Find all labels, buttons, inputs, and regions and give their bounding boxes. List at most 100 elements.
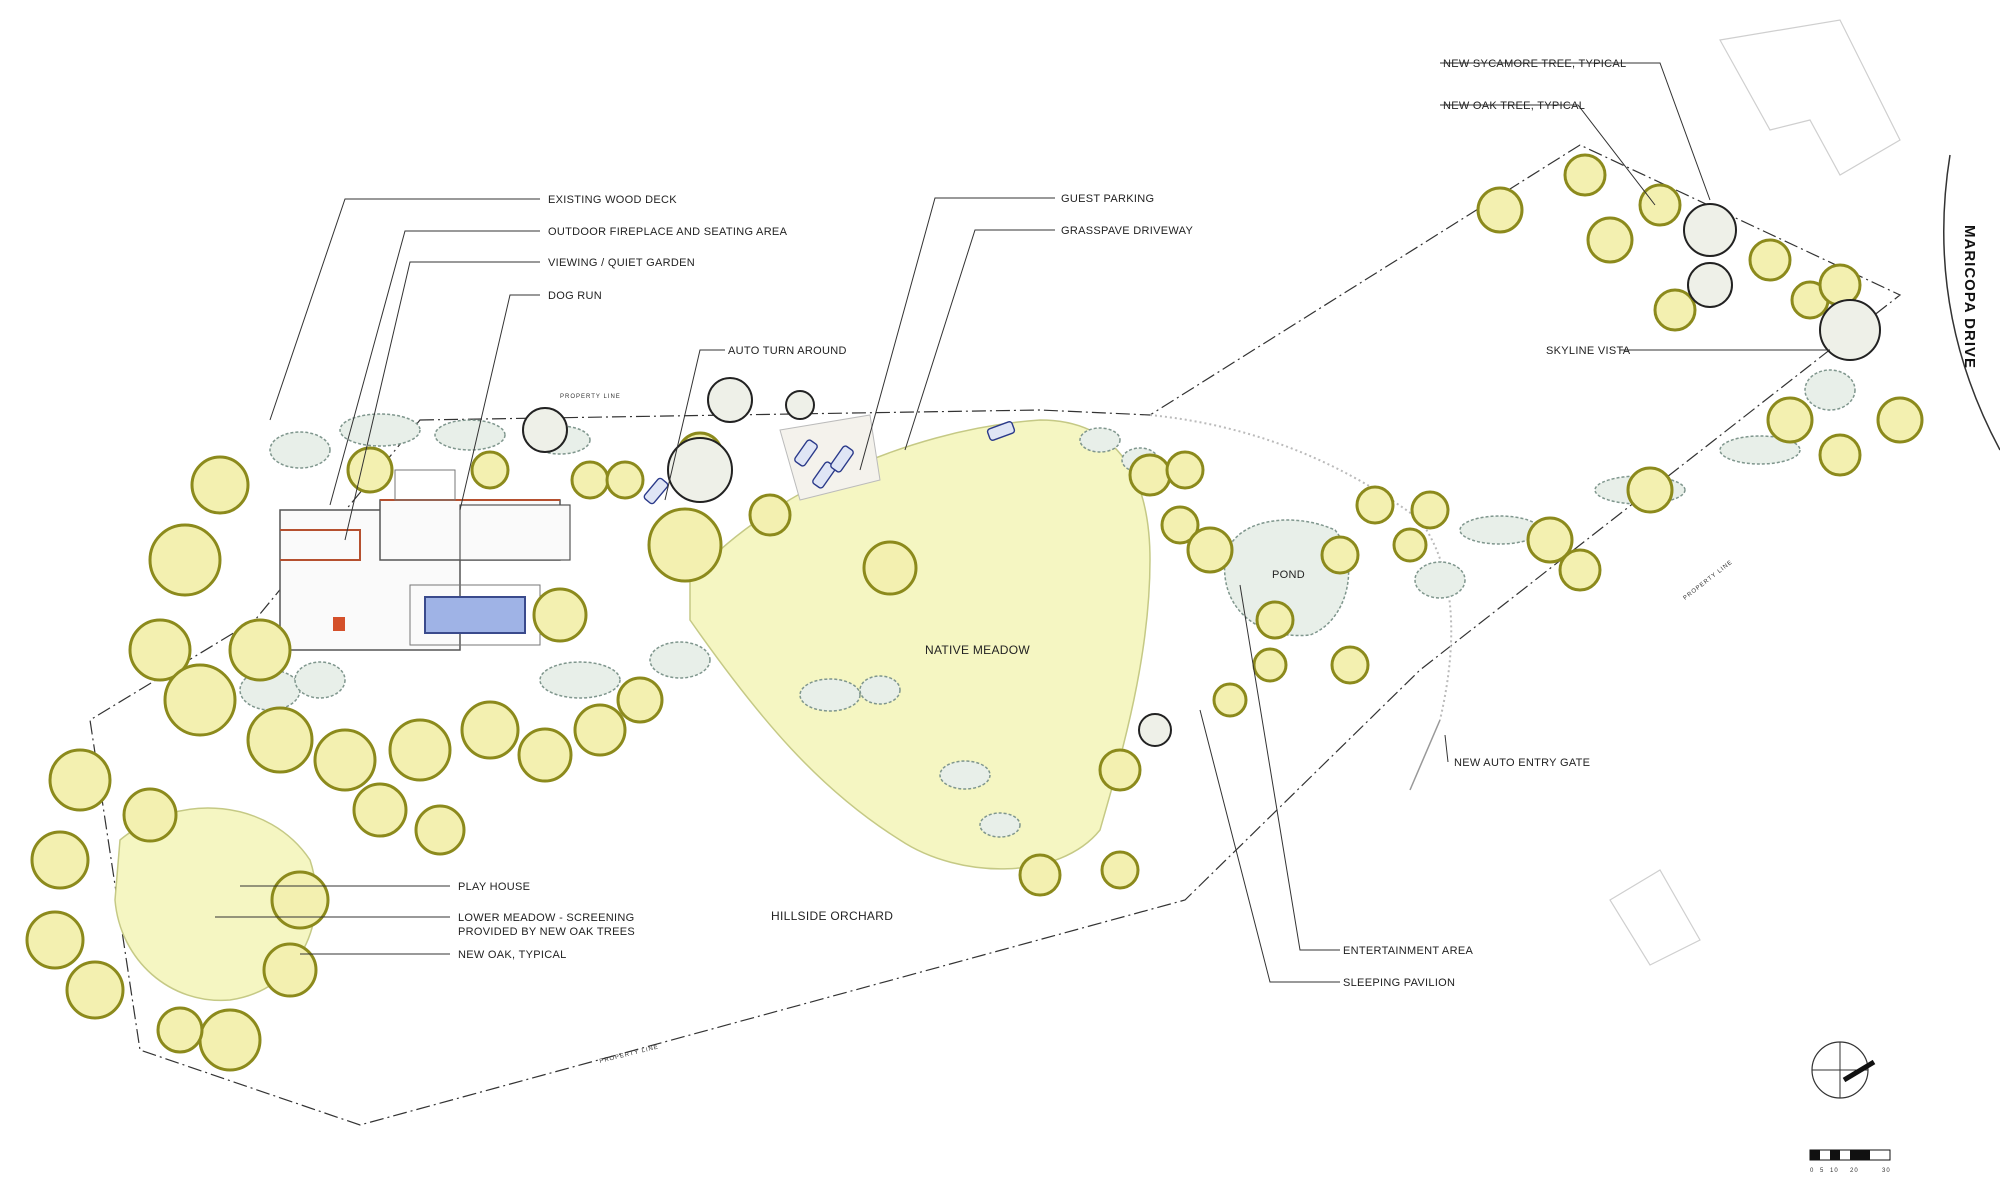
maricopa-drive-label: MARICOPA DRIVE [1961, 225, 1978, 369]
north-arrow [1811, 1041, 1876, 1099]
entry-drive [1409, 719, 1441, 791]
pond-edge-shrubs [1223, 519, 1350, 637]
lower-meadow-label-line2: PROVIDED BY NEW OAK TREES [458, 926, 635, 938]
sycamore-tree [707, 377, 753, 423]
oak-tree [48, 748, 112, 812]
oak-tree [517, 727, 573, 783]
oak-tree [1212, 682, 1248, 718]
scale-tick-20: 20 [1850, 1168, 1859, 1174]
oak-tree [1355, 485, 1395, 525]
oak-tree [414, 804, 466, 856]
sleeping-pavilion-label: SLEEPING PAVILION [1343, 977, 1455, 989]
new-oak-typical-label: NEW OAK, TYPICAL [458, 949, 567, 961]
oak-tree [1252, 647, 1288, 683]
oak-tree [313, 728, 377, 792]
oak-tree [1586, 216, 1634, 264]
lower-meadow-area [114, 807, 317, 1002]
oak-tree [605, 460, 645, 500]
oak-tree [748, 493, 792, 537]
play-house-label: PLAY HOUSE [458, 881, 530, 893]
oak-tree [198, 1008, 262, 1072]
scale-bar: 0 5 10 20 30 [1809, 1149, 1891, 1174]
skyline-vista-label: SKYLINE VISTA [1546, 345, 1631, 357]
scale-tick-0: 0 [1810, 1168, 1814, 1174]
sycamore-tree [522, 407, 568, 453]
neighbor-building-upper [1719, 19, 1901, 176]
oak-tree [1818, 433, 1862, 477]
oak-tree [1330, 645, 1370, 685]
oak-tree [25, 910, 85, 970]
entertainment-area-label: ENTERTAINMENT AREA [1343, 945, 1473, 957]
oak-tree [616, 676, 664, 724]
neighbor-building-lower [1609, 869, 1701, 966]
shrub-masses [239, 369, 1856, 838]
oak-tree [1653, 288, 1697, 332]
parked-car [643, 477, 669, 505]
scale-tick-30: 30 [1882, 1168, 1891, 1174]
oak-tree [148, 523, 222, 597]
property-line-label-top: PROPERTY LINE [560, 394, 621, 400]
oak-tree [1320, 535, 1360, 575]
oak-tree [1638, 183, 1682, 227]
oak-tree [128, 618, 192, 682]
oak-tree [1766, 396, 1814, 444]
pool [424, 596, 526, 634]
oak-tree [228, 618, 292, 682]
oak-tree [1876, 396, 1924, 444]
new-sycamore-label: NEW SYCAMORE TREE, TYPICAL [1443, 58, 1626, 70]
lower-meadow-label-line1: LOWER MEADOW - SCREENING [458, 912, 635, 924]
oak-tree [156, 1006, 204, 1054]
oak-tree [1626, 466, 1674, 514]
oak-tree [65, 960, 125, 1020]
oak-tree [270, 870, 330, 930]
outdoor-fireplace-label: OUTDOOR FIREPLACE AND SEATING AREA [548, 226, 788, 238]
oak-tree [1563, 153, 1607, 197]
native-meadow-area [689, 419, 1151, 870]
oak-tree [1255, 600, 1295, 640]
oak-tree [460, 700, 520, 760]
viewing-garden-label: VIEWING / QUIET GARDEN [548, 257, 695, 269]
scale-tick-5: 5 [1820, 1168, 1824, 1174]
parked-car [794, 439, 818, 467]
oak-tree [1410, 490, 1450, 530]
oak-tree [1018, 853, 1062, 897]
property-line-label-right: PROPERTY LINE [1683, 559, 1735, 601]
maricopa-drive-curb [1943, 154, 2000, 451]
oak-tree [190, 455, 250, 515]
oak-tree [352, 782, 408, 838]
oak-tree [570, 460, 610, 500]
sycamore-tree [1138, 713, 1172, 747]
oak-tree [388, 718, 452, 782]
oak-tree [122, 787, 178, 843]
hillside-orchard-label: HILLSIDE ORCHARD [771, 909, 893, 923]
oak-tree [647, 507, 723, 583]
oak-tree [1392, 527, 1428, 563]
oak-tree [1476, 186, 1524, 234]
property-line-boundary [89, 144, 1902, 1126]
dog-run-label: DOG RUN [548, 290, 602, 302]
property-line-label-bottom: PROPERTY LINE [599, 1044, 659, 1065]
sycamore-tree [1819, 299, 1881, 361]
oak-tree [1165, 450, 1205, 490]
guest-parking-label: GUEST PARKING [1061, 193, 1154, 205]
auto-turn-around-label: AUTO TURN AROUND [728, 345, 847, 357]
scale-tick-10: 10 [1830, 1168, 1839, 1174]
guest-parking-pad [779, 414, 881, 501]
oak-tree [470, 450, 510, 490]
sycamore-tree [1683, 203, 1737, 257]
oak-tree [862, 540, 918, 596]
oak-tree [1558, 548, 1602, 592]
main-house [279, 469, 571, 651]
sycamore-tree-group [522, 203, 1881, 747]
oak-tree [1098, 748, 1142, 792]
parked-car [986, 421, 1016, 441]
oak-tree [1526, 516, 1574, 564]
oak-tree [1160, 505, 1200, 545]
pond-label: POND [1272, 569, 1305, 581]
new-oak-tree-label: NEW OAK TREE, TYPICAL [1443, 100, 1585, 112]
grasspave-driveway-label: GRASSPAVE DRIVEWAY [1061, 225, 1193, 237]
oak-tree [1128, 453, 1172, 497]
new-auto-entry-gate-label: NEW AUTO ENTRY GATE [1454, 757, 1590, 769]
native-meadow-label: NATIVE MEADOW [925, 643, 1030, 657]
